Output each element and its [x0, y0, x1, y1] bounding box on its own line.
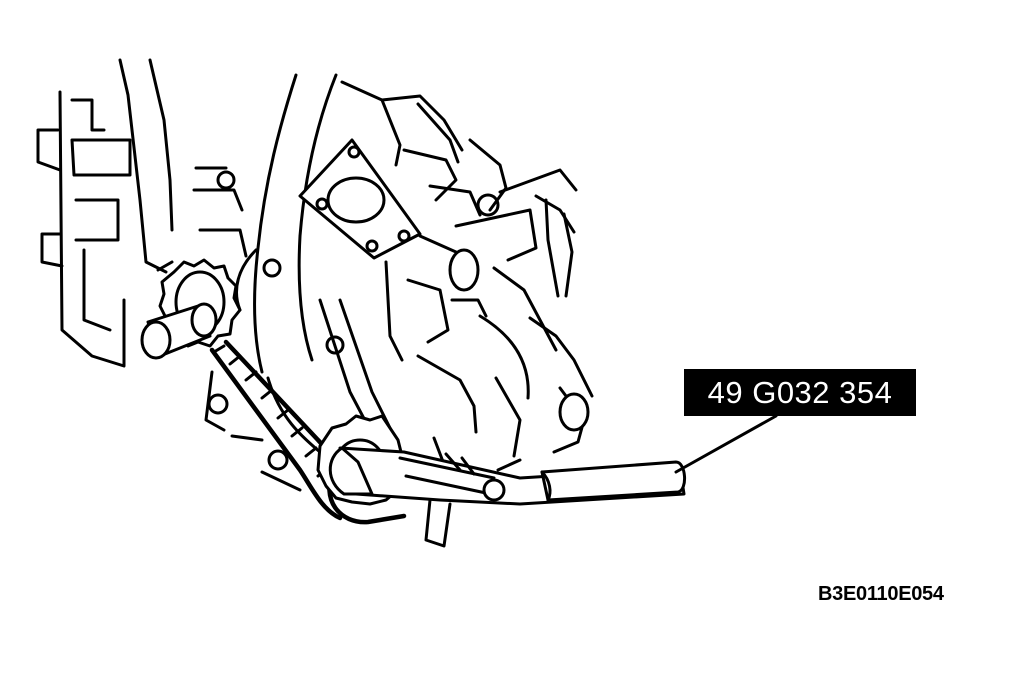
engine-block-right: [340, 80, 594, 482]
leader-line: [674, 414, 778, 474]
engine-block-left: [36, 58, 248, 368]
tool-part-number-label: 49 G032 354: [684, 369, 916, 416]
tool-part-number-text: 49 G032 354: [707, 374, 893, 410]
chain-wrench-tool: [328, 446, 686, 506]
timing-cover-arm: [235, 73, 394, 454]
upper-sprocket: [140, 258, 242, 360]
exhaust-flange: [298, 138, 422, 260]
lower-bracket: [204, 370, 452, 548]
figure-code: B3E0110E054: [818, 583, 944, 605]
